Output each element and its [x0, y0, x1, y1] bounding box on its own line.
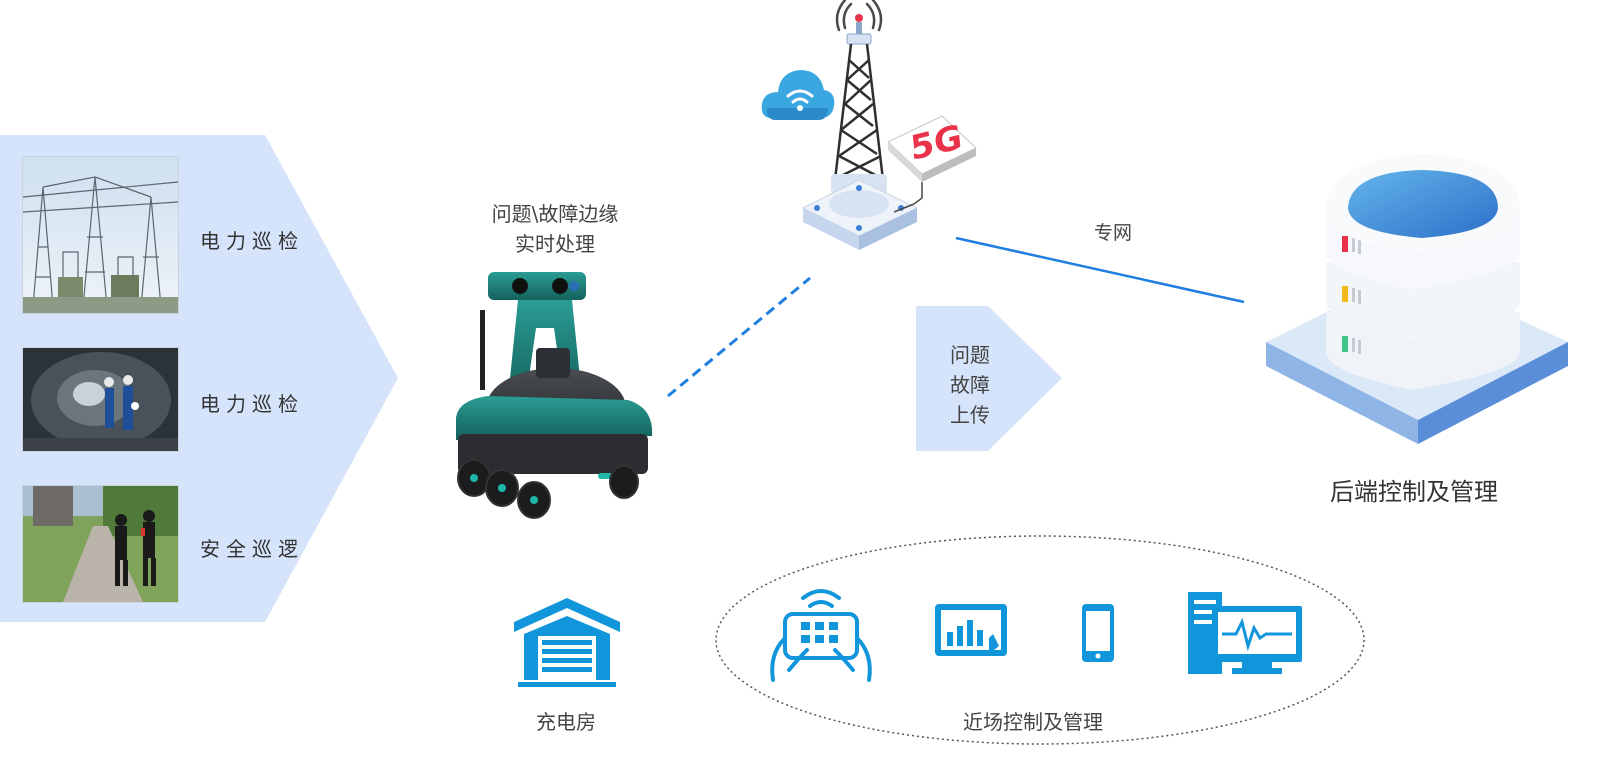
scene-label: 安全巡逻 — [200, 537, 304, 561]
signal-tower-icon — [801, 0, 919, 250]
upload-label-line2: 故障 — [950, 373, 990, 397]
cloud-wifi-icon — [761, 70, 835, 120]
scene-label: 电力巡检 — [200, 229, 304, 253]
private-network-label: 专网 — [1094, 222, 1133, 244]
private-network-link — [955, 236, 1245, 304]
phone-icon — [1082, 604, 1114, 662]
scene-label: 电力巡检 — [200, 392, 304, 416]
remote-controller-icon — [770, 589, 872, 682]
backend-label: 后端控制及管理 — [1330, 478, 1498, 506]
robot-tower-wireless-link — [667, 276, 811, 398]
upload-label-line3: 上传 — [950, 403, 990, 427]
desktop-monitor-icon — [1188, 592, 1302, 674]
server-stack-icon — [1266, 154, 1568, 444]
scene-patrol-image — [22, 485, 179, 603]
tablet-chart-icon — [935, 604, 1007, 656]
upload-chevron — [916, 306, 1062, 451]
upload-label-line1: 问题 — [950, 343, 990, 367]
scene-tunnel-image — [22, 347, 179, 452]
robot-caption-line1: 问题\故障边缘 — [491, 202, 619, 226]
near-field-group — [715, 535, 1365, 745]
near-field-label: 近场控制及管理 — [963, 710, 1103, 734]
5g-badge-icon: 5G — [887, 115, 977, 213]
robot-caption-line2: 实时处理 — [515, 232, 595, 256]
charging-room-label: 充电房 — [536, 710, 596, 734]
patrol-robot-icon — [456, 272, 653, 519]
scene-substation-image — [22, 156, 179, 314]
garage-icon — [514, 598, 620, 687]
